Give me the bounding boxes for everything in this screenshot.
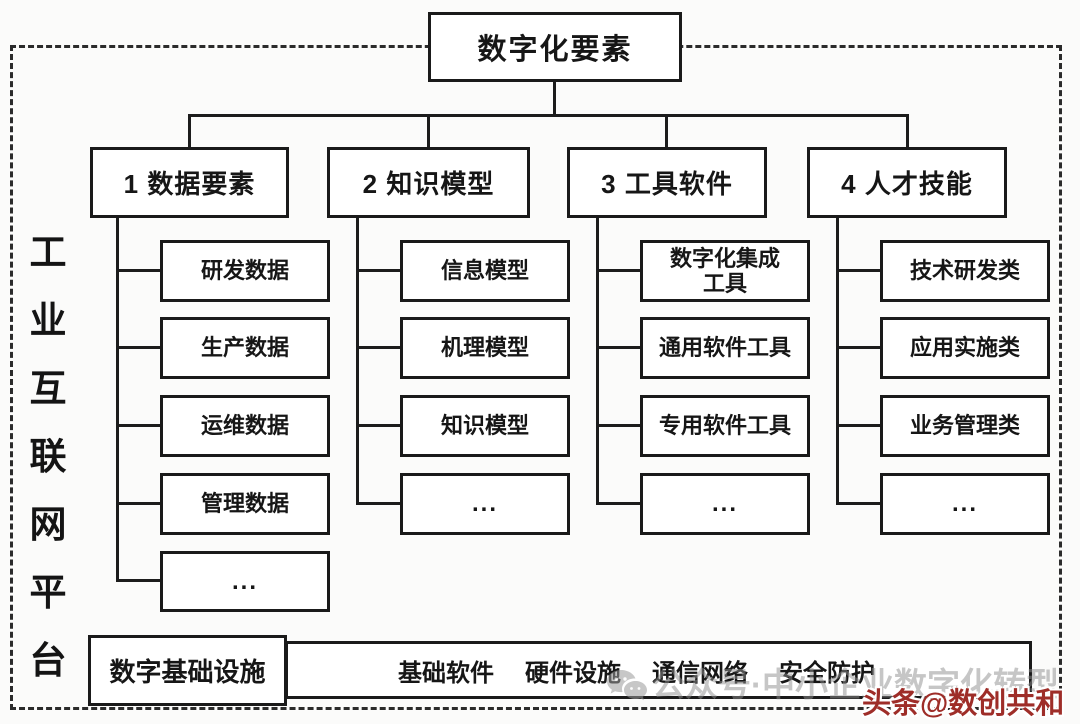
- node-om-data: 运维数据: [160, 395, 330, 457]
- infra-item-security: 安全防护: [779, 659, 875, 687]
- connector-col4-vertical: [836, 218, 839, 505]
- connector-stub-col4: [906, 114, 909, 147]
- connector-col2-child1: [356, 269, 400, 272]
- connector-root-vertical: [553, 82, 556, 116]
- node-production-data: 生产数据: [160, 317, 330, 379]
- header-talent-skills: 4 人才技能: [807, 147, 1007, 218]
- wechat-watermark-text: 公众号·中小企业数字化转型: [652, 666, 1059, 703]
- connector-col3-child2: [596, 346, 640, 349]
- connector-col4-child1: [836, 269, 880, 272]
- node-digital-integration-tools: 数字化集成 工具: [640, 240, 810, 302]
- header-data-elements: 1 数据要素: [90, 147, 289, 218]
- node-model-ellipsis: ...: [400, 473, 570, 535]
- header-knowledge-models: 2 知识模型: [327, 147, 530, 218]
- node-data-ellipsis: ...: [160, 551, 330, 612]
- connector-stub-col1: [188, 114, 191, 147]
- connector-col2-child3: [356, 424, 400, 427]
- connector-col3-child4: [596, 502, 640, 505]
- node-tech-rd-class: 技术研发类: [880, 240, 1050, 302]
- node-general-software-tools: 通用软件工具: [640, 317, 810, 379]
- node-application-class: 应用实施类: [880, 317, 1050, 379]
- infra-item-hardware: 硬件设施: [525, 659, 621, 687]
- connector-col4-child4: [836, 502, 880, 505]
- node-mechanism-model: 机理模型: [400, 317, 570, 379]
- infrastructure-items-box: 基础软件 硬件设施 通信网络 安全防护: [285, 641, 1032, 699]
- platform-char: 台: [29, 640, 67, 681]
- connector-col2-child2: [356, 346, 400, 349]
- toutiao-watermark-text: 头条@数创共和: [862, 688, 1065, 720]
- platform-vertical-label: 工 业 互 联 网 平 台: [26, 222, 70, 684]
- node-skills-ellipsis: ...: [880, 473, 1050, 535]
- connector-col3-child1: [596, 269, 640, 272]
- platform-char: 平: [29, 572, 67, 613]
- header-tool-software: 3 工具软件: [567, 147, 767, 218]
- platform-char: 网: [29, 504, 67, 545]
- platform-char: 业: [29, 300, 67, 341]
- node-knowledge-model: 知识模型: [400, 395, 570, 457]
- connector-stub-col2: [427, 114, 430, 147]
- connector-col1-child3: [116, 424, 160, 427]
- wechat-icon: [607, 670, 647, 701]
- connector-col2-vertical: [356, 218, 359, 505]
- connector-col4-child3: [836, 424, 880, 427]
- platform-char: 互: [29, 368, 67, 409]
- connector-col3-vertical: [596, 218, 599, 505]
- connector-col2-child4: [356, 502, 400, 505]
- platform-char: 联: [29, 436, 67, 477]
- infra-item-network: 通信网络: [652, 659, 748, 687]
- node-info-model: 信息模型: [400, 240, 570, 302]
- connector-stub-col3: [665, 114, 668, 147]
- node-special-software-tools: 专用软件工具: [640, 395, 810, 457]
- connector-col1-child4: [116, 502, 160, 505]
- infra-item-basic-software: 基础软件: [398, 659, 494, 687]
- platform-char: 工: [29, 232, 67, 273]
- connector-col4-child2: [836, 346, 880, 349]
- connector-col1-child2: [116, 346, 160, 349]
- connector-col1-child5: [116, 579, 160, 582]
- node-business-mgmt-class: 业务管理类: [880, 395, 1050, 457]
- root-node: 数字化要素: [428, 12, 682, 82]
- connector-root-horizontal: [188, 114, 909, 117]
- connector-col1-child1: [116, 269, 160, 272]
- connector-col3-child3: [596, 424, 640, 427]
- node-management-data: 管理数据: [160, 473, 330, 535]
- infrastructure-label-box: 数字基础设施: [88, 635, 287, 706]
- node-rd-data: 研发数据: [160, 240, 330, 302]
- node-tools-ellipsis: ...: [640, 473, 810, 535]
- connector-col1-vertical: [116, 218, 119, 582]
